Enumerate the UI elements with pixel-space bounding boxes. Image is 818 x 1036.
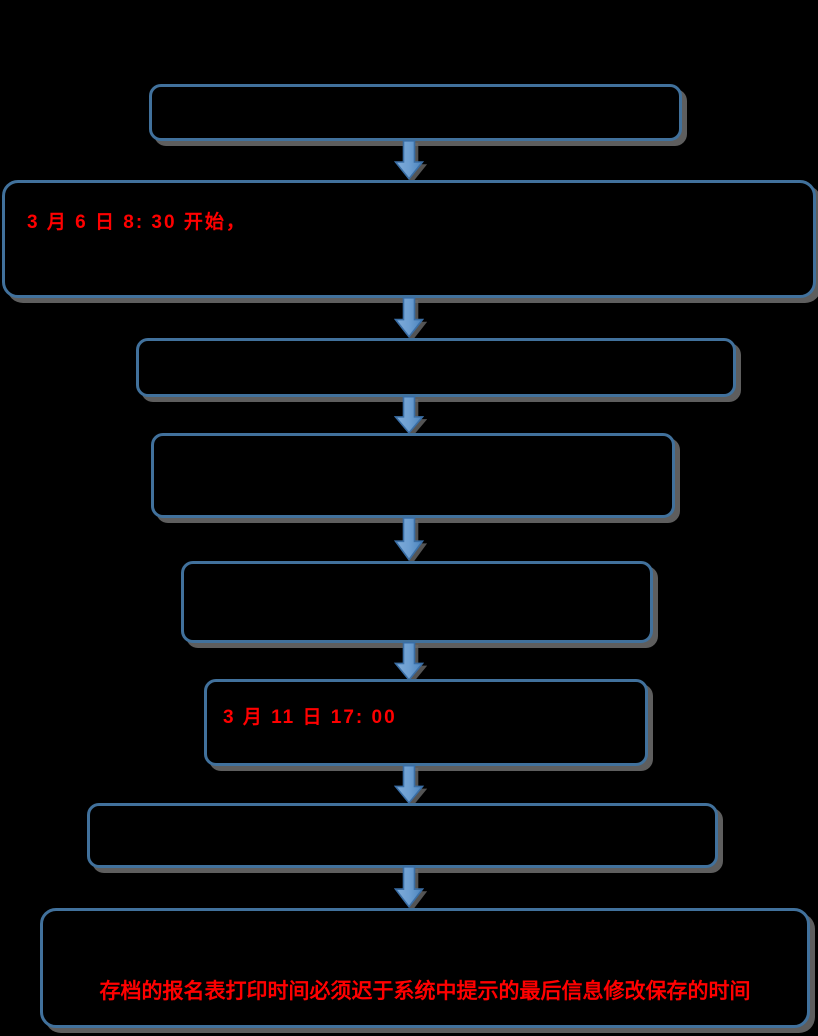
flow-step-2: 3 月 6 日 8: 30 开始，: [2, 180, 816, 298]
flow-step-6-label: 3 月 11 日 17: 00: [223, 707, 397, 728]
flow-step-1: [149, 84, 682, 141]
down-arrow-icon: [394, 866, 424, 908]
flow-step-8: 存档的报名表打印时间必须迟于系统中提示的最后信息修改保存的时间: [40, 908, 810, 1028]
down-arrow-icon: [394, 642, 424, 681]
flow-step-3: [136, 338, 736, 397]
flow-step-8-label: 存档的报名表打印时间必须迟于系统中提示的最后信息修改保存的时间: [99, 980, 751, 1003]
down-arrow-icon: [394, 140, 424, 180]
flow-step-7: [87, 803, 718, 868]
down-arrow-icon: [394, 396, 424, 434]
down-arrow-icon: [394, 517, 424, 561]
down-arrow-icon: [394, 765, 424, 804]
flow-step-6: 3 月 11 日 17: 00: [204, 679, 648, 766]
down-arrow-icon: [394, 297, 424, 338]
flow-step-4: [151, 433, 675, 518]
flow-step-5: [181, 561, 653, 643]
flow-step-2-label: 3 月 6 日 8: 30 开始，: [27, 212, 247, 233]
